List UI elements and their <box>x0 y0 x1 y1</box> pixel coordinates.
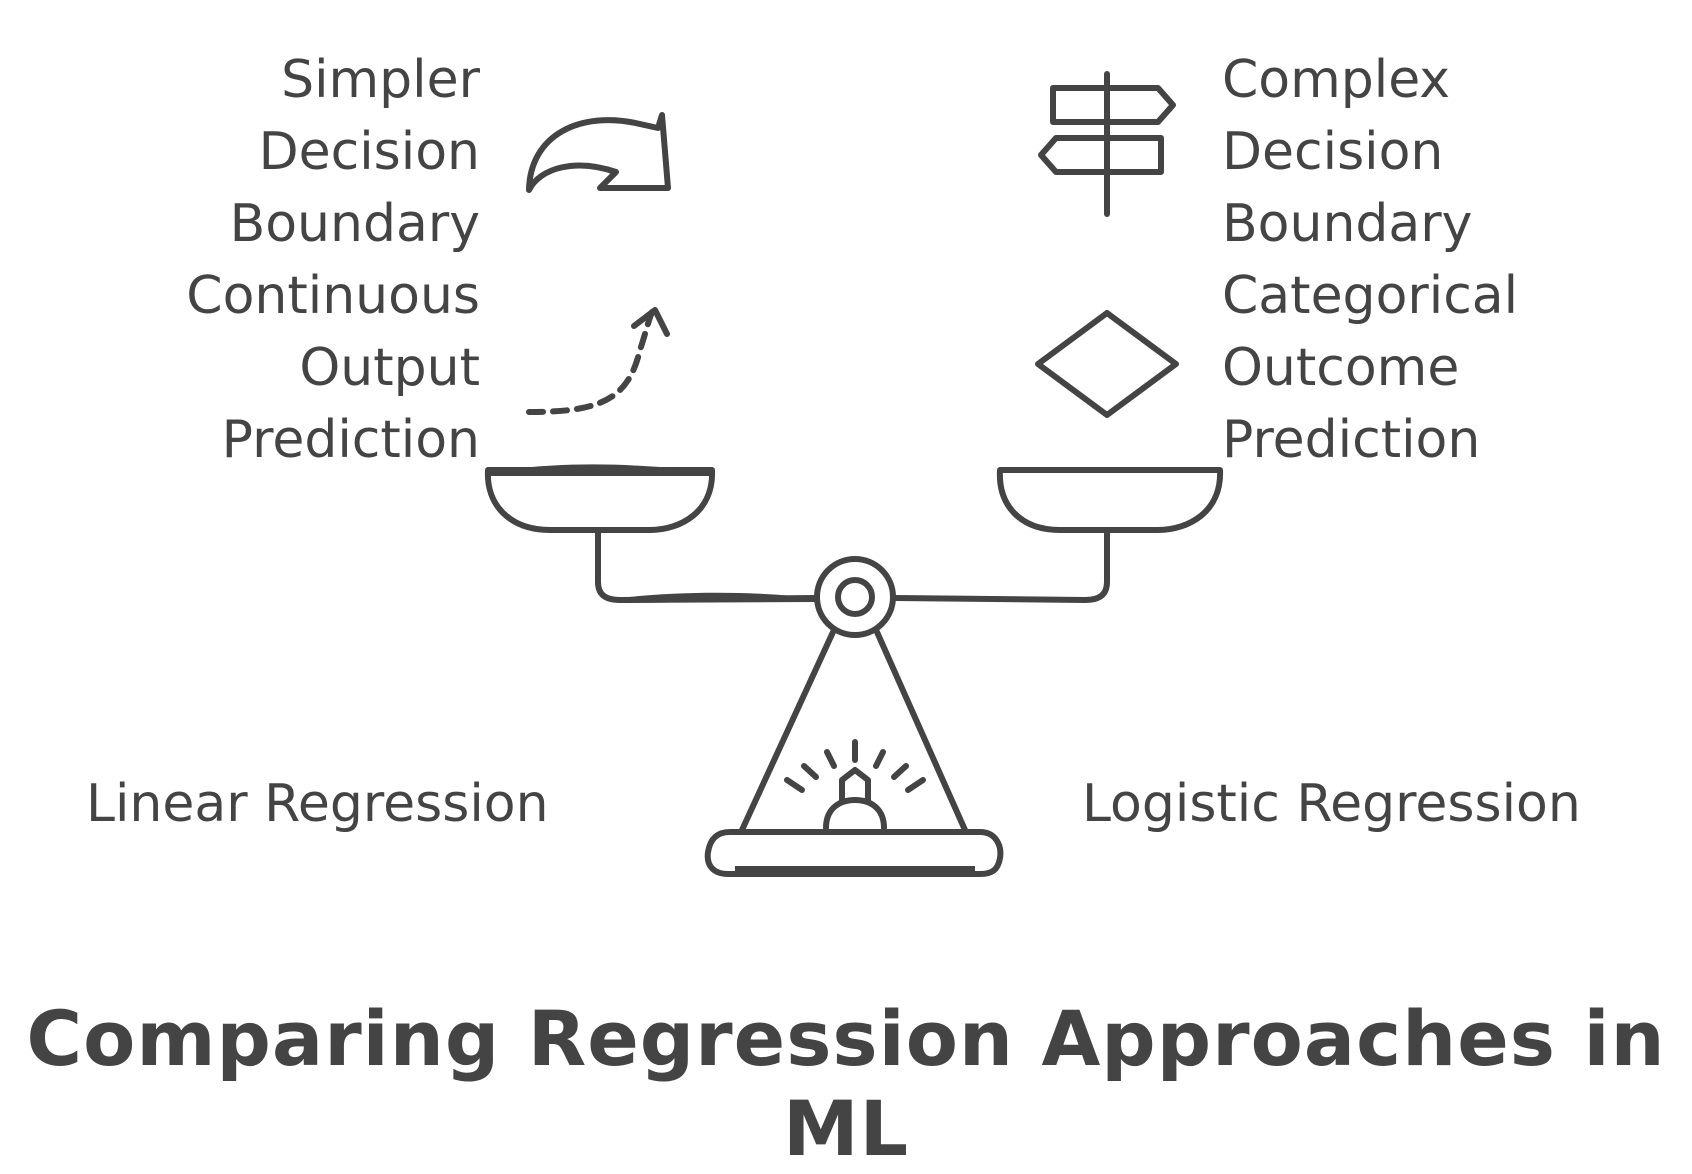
right-description-line: Boundary <box>1222 194 1473 254</box>
right-description-line: Categorical <box>1222 266 1519 326</box>
diamond-icon <box>1035 310 1179 418</box>
left-description: Simpler Decision Boundary Continuous Out… <box>60 44 480 476</box>
right-description-line: Outcome <box>1222 338 1460 398</box>
left-description-line: Continuous <box>186 266 480 326</box>
right-description-line: Decision <box>1222 122 1444 182</box>
signpost-icon <box>1038 71 1176 217</box>
diagram-art <box>484 71 1224 877</box>
linear-regression-label: Linear Regression <box>86 774 549 834</box>
left-description-line: Simpler <box>281 50 480 110</box>
left-description-line: Output <box>299 338 480 398</box>
dashed-arrow-icon <box>526 307 670 415</box>
right-description-line: Complex <box>1222 50 1451 110</box>
curved-arrow-icon <box>526 112 671 193</box>
left-description-line: Decision <box>258 122 480 182</box>
right-description-line: Prediction <box>1222 410 1481 470</box>
left-description-line: Boundary <box>229 194 480 254</box>
balance-scale-icon <box>484 464 1224 877</box>
page-title: Comparing Regression Approaches in ML <box>26 994 1666 1173</box>
right-description: Complex Decision Boundary Categorical Ou… <box>1222 44 1682 476</box>
logistic-regression-label: Logistic Regression <box>1082 774 1581 834</box>
left-description-line: Prediction <box>221 410 480 470</box>
